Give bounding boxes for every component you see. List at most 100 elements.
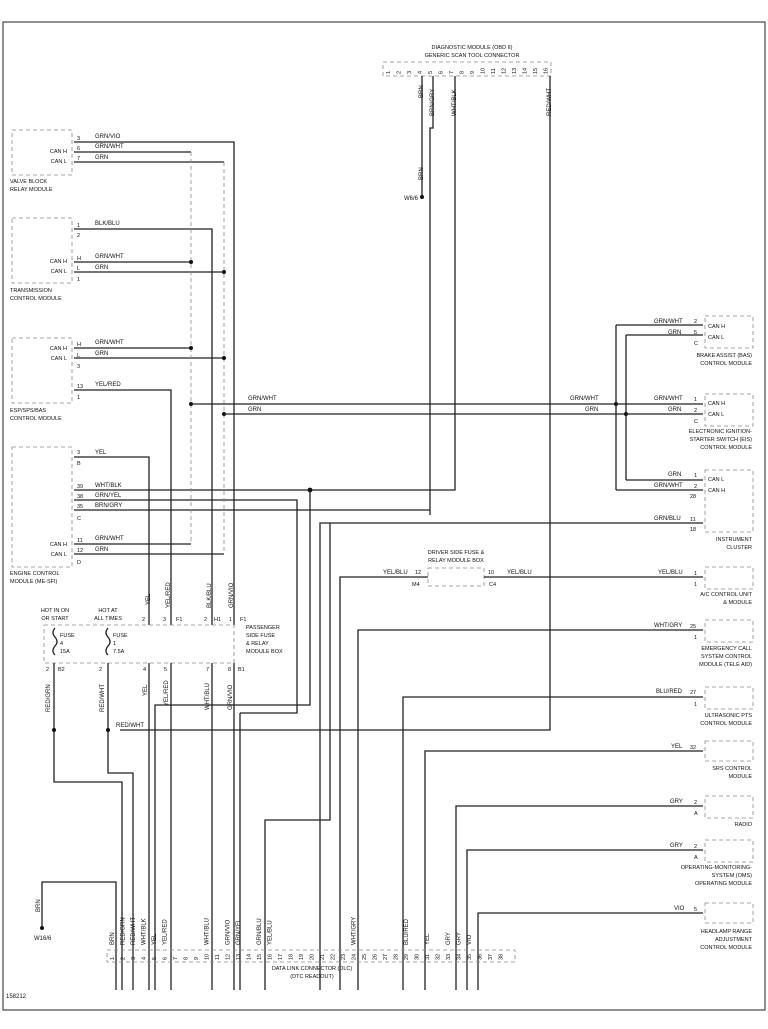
driver-fuse-left-path <box>339 576 428 990</box>
oms-wire-path <box>466 849 703 990</box>
fuse-left-symbol <box>52 627 58 656</box>
dlc-wire-1: BRN <box>110 932 116 945</box>
driver-fuse-right-conn: C4 <box>489 582 496 588</box>
ecm-pin-c: C <box>77 516 81 522</box>
obd-outline <box>382 61 552 77</box>
obd-title-2: GENERIC SCAN TOOL CONNECTOR <box>425 53 520 59</box>
wht-blk-to-dlc <box>154 490 311 990</box>
driver-side-fuse-box: DRIVER SIDE FUSE & RELAY MODULE BOX YEL/… <box>339 550 703 990</box>
hot-right-1: HOT AT <box>98 608 118 614</box>
obd-title-1: DIAGNOSTIC MODULE (OBD II) <box>432 45 513 51</box>
dlc-wire-3: RED/WHT <box>131 917 137 945</box>
ecm-name-1: ENGINE CONTROL <box>10 571 60 577</box>
dlc-wire-2: RED/GRN <box>121 917 127 945</box>
obd-pin-11: 11 <box>491 68 497 74</box>
esp-pin-13: 13 <box>77 384 83 390</box>
bas-sig-can-h: CAN H <box>708 324 725 330</box>
instrument-cluster: GRN GRN/WHT GRN/BLU 1 2 28 11 18 CAN L C… <box>319 469 754 990</box>
dlc-pin-29: 29 <box>404 954 410 960</box>
driver-fuse-left-wire: YEL/BLU <box>383 570 408 576</box>
diagram-frame <box>2 21 766 1011</box>
transmission-sig-can-h: CAN H <box>50 259 67 265</box>
valve-block-outline <box>11 129 73 176</box>
ground-w16-6-wire <box>41 881 117 990</box>
obd-wire-label-brn: BRN <box>419 85 425 98</box>
esp-pin-1: 1 <box>77 395 80 401</box>
pf-bot-wire-yel: YEL <box>143 684 149 696</box>
esp-pin-h: H <box>77 342 81 348</box>
ecm-wire-3 <box>74 456 150 625</box>
valve-block-pin-3: 3 <box>77 136 80 142</box>
valve-block-wire-grn-vio: GRN/VIO <box>95 134 121 140</box>
bas-outline <box>704 315 754 349</box>
eis-name-3: CONTROL MODULE <box>700 445 752 451</box>
cluster-sig-can-h: CAN H <box>708 488 725 494</box>
dlc-wire-31: YEL <box>425 933 431 945</box>
tele-pin-1: 1 <box>694 635 697 641</box>
dlc-pin-13: 13 <box>236 954 242 960</box>
pf-top-pin-f1a: F1 <box>176 617 182 623</box>
dlc-pin-28: 28 <box>394 954 400 960</box>
bus-label-can-h-left: GRN/WHT <box>248 396 277 402</box>
dlc-pin-32: 32 <box>436 954 442 960</box>
esp-pin-l: L <box>77 353 80 359</box>
headlamp-pin-5: 5 <box>694 907 697 913</box>
srs-control-module: YEL 32 SRS CONTROL MODULE <box>424 740 754 990</box>
splice-red-wht <box>106 728 110 732</box>
esp-outline <box>11 337 73 404</box>
hot-left-2: OR START <box>41 616 69 622</box>
fuse-left-3: 15A <box>60 649 70 655</box>
brake-assist-control-module: GRN/WHT GRN 2 5 C CAN H CAN L BRAKE ASSI… <box>616 315 754 367</box>
oms-pin-2: 2 <box>694 844 697 850</box>
driver-fuse-left-pin: 12 <box>415 570 421 576</box>
pass-fuse-name-1: PASSENGER <box>246 625 280 631</box>
engine-control-module: 3 B 39 38 35 C 11 12 D CAN H CAN L YEL W… <box>10 446 430 714</box>
ground-w6-6-label: W6/6 <box>404 196 419 202</box>
pf-top-pin-h1: H1 <box>214 617 221 623</box>
ac-pin-1b: 1 <box>694 582 697 588</box>
tele-name-3: MODULE (TELE AID) <box>699 662 752 668</box>
dlc-pin-9: 9 <box>194 957 200 960</box>
dlc-pin-6: 6 <box>163 957 169 960</box>
ecm-wire-grn: GRN <box>95 547 108 553</box>
pf-splice-wire-red-wht: RED/WHT <box>116 723 144 729</box>
transmission-pin-1b: 1 <box>77 277 80 283</box>
obd-pin-8: 8 <box>460 71 466 74</box>
ground-w16-6-dot <box>40 926 44 930</box>
obd-pin-2: 2 <box>397 71 403 74</box>
transmission-pin-l: L <box>77 266 80 272</box>
ecm-outline <box>11 446 73 568</box>
ecm-wire-wht-blk: WHT/BLK <box>95 483 122 489</box>
ecm-sig-can-h: CAN H <box>50 542 67 548</box>
cluster-wire-grn: GRN <box>668 472 681 478</box>
tele-outline <box>704 619 754 643</box>
pts-pin-1: 1 <box>694 702 697 708</box>
transmission-pin-1a: 1 <box>77 223 80 229</box>
obd-pin-14: 14 <box>523 68 529 74</box>
eis-control-module: GRN/WHT GRN 1 2 C CAN H CAN L ELECTRONIC… <box>616 393 754 451</box>
cluster-pin-28: 28 <box>690 494 696 500</box>
srs-wire-yel: YEL <box>671 744 683 750</box>
pf-bot-wire-wht-blu: WHT/BLU <box>205 683 211 710</box>
dlc-name-1: DATA LINK CONNECTOR (DLC) <box>272 966 353 972</box>
dlc-pin-10: 10 <box>205 954 211 960</box>
headlamp-range-module: VIO 5 HEADLAMP RANGE ADJUSTMENT CONTROL … <box>477 902 754 990</box>
dlc-pin-22: 22 <box>331 954 337 960</box>
obd-wire-label-wht-blk: WHT/BLK <box>452 89 458 116</box>
ecm-wire-grn-yel: GRN/YEL <box>95 493 122 499</box>
dlc-wire-13: GRN/YEL <box>236 918 242 945</box>
pf-top-pin-f1b: F1 <box>240 617 246 623</box>
dlc-wire-4: WHT/BLK <box>142 918 148 945</box>
hot-left-1: HOT IN ON <box>41 608 69 614</box>
dlc-wire-12: GRN/VIO <box>226 919 232 945</box>
dlc-wire-29: BLU/RED <box>404 918 410 945</box>
obd-pin-12: 12 <box>502 68 508 74</box>
headlamp-name-2: ADJUSTMENT <box>715 937 753 943</box>
pf-bot-wire-yel-red: YEL/RED <box>164 680 170 706</box>
obd-pin-3: 3 <box>407 71 413 74</box>
bas-name-1: BRAKE ASSIST (BAS) <box>696 353 752 359</box>
fuse-right-1: FUSE <box>113 633 128 639</box>
tele-name-2: SYSTEM CONTROL <box>701 654 752 660</box>
esp-wire-grn-wht: GRN/WHT <box>95 340 124 346</box>
